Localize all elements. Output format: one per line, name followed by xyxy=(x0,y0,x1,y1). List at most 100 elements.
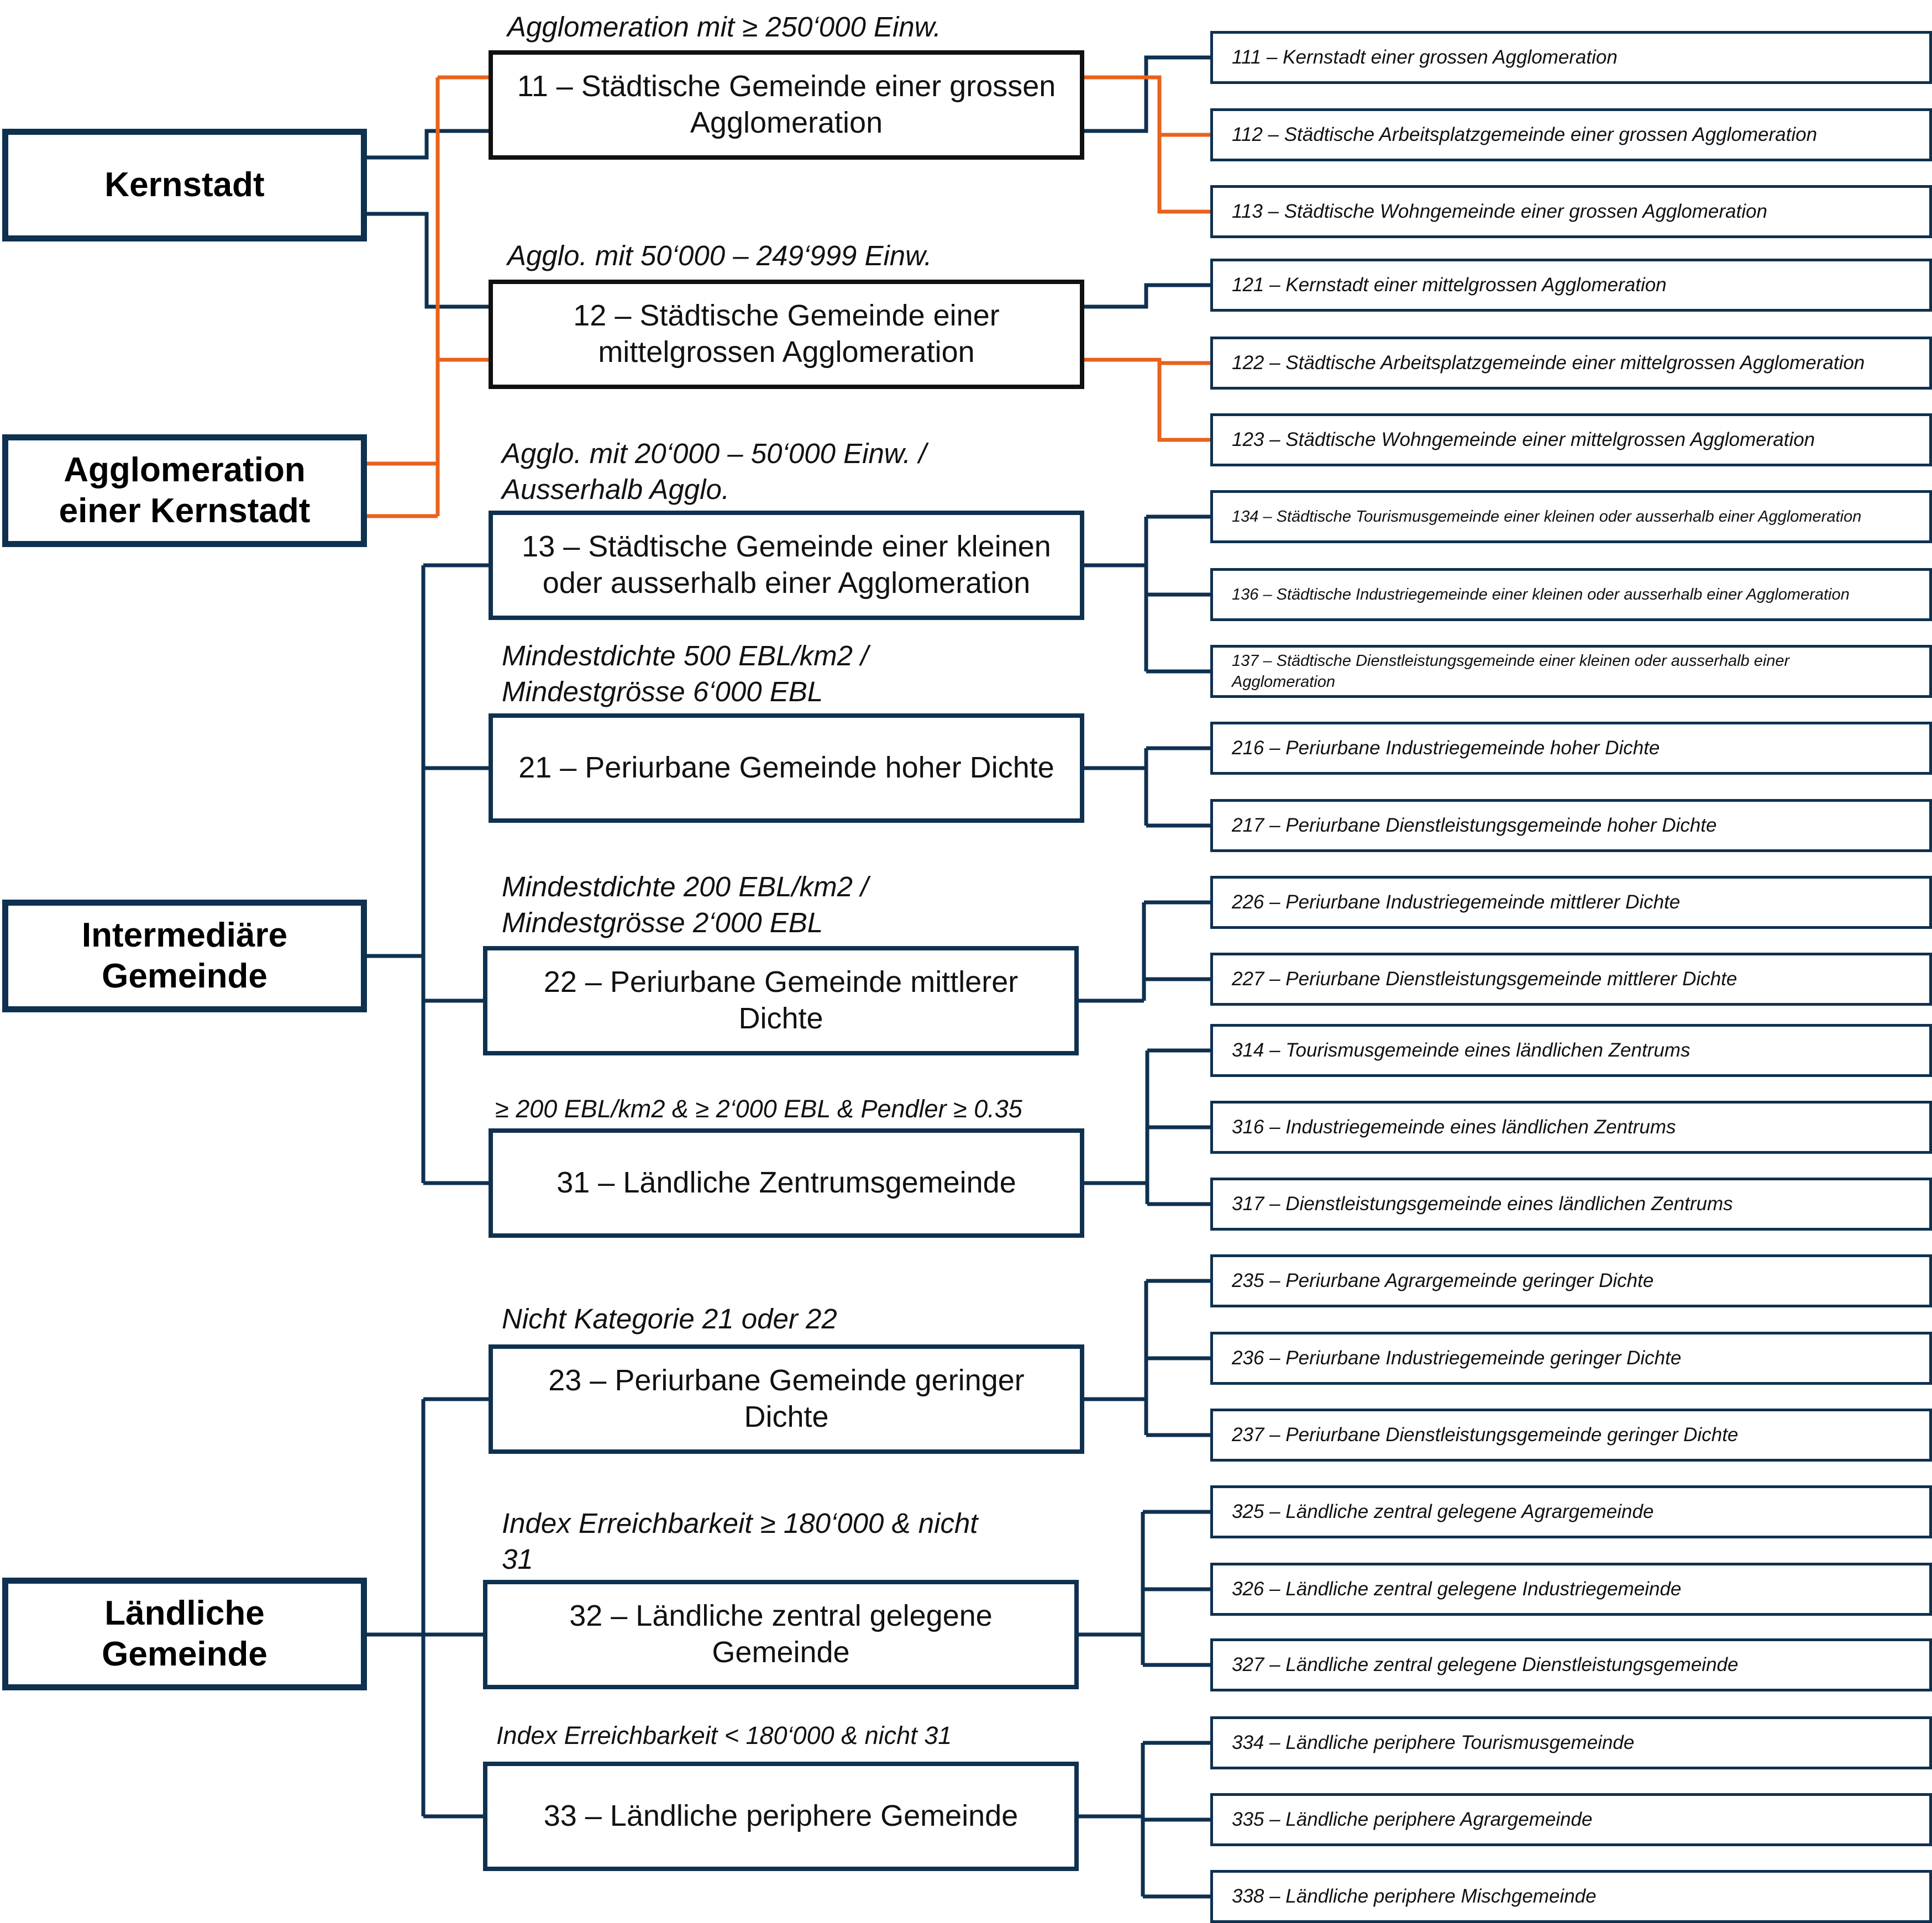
subcategory-327: 327 – Ländliche zentral gelegene Dienstl… xyxy=(1210,1638,1932,1691)
category-agglomeration-label: Agglomeration einer Kernstadt xyxy=(59,450,311,532)
subcategory-326: 326 – Ländliche zentral gelegene Industr… xyxy=(1210,1563,1932,1616)
category-23-label: 23 – Periurbane Gemeinde geringer Dichte xyxy=(548,1364,1025,1433)
subcategory-122: 122 – Städtische Arbeitsplatzgemeinde ei… xyxy=(1210,337,1932,390)
subcategory-label: 136 – Städtische Industriegemeinde einer… xyxy=(1232,585,1850,603)
subcategory-label: 335 – Ländliche periphere Agrargemeinde xyxy=(1232,1809,1593,1830)
criterion-31: ≥ 200 EBL/km2 & ≥ 2‘000 EBL & Pendler ≥ … xyxy=(495,1095,1022,1123)
category-intermediaer: Intermediäre Gemeinde xyxy=(2,900,367,1012)
subcategory-227: 227 – Periurbane Dienstleistungsgemeinde… xyxy=(1210,953,1932,1006)
category-31: 31 – Ländliche Zentrumsgemeinde xyxy=(489,1128,1084,1238)
category-33: 33 – Ländliche periphere Gemeinde xyxy=(483,1762,1079,1871)
category-intermediaer-line2: Gemeinde xyxy=(102,957,267,995)
orange-connectors xyxy=(367,75,1210,518)
category-33-label: 33 – Ländliche periphere Gemeinde xyxy=(543,1799,1019,1833)
subcategory-236: 236 – Periurbane Industriegemeinde gerin… xyxy=(1210,1332,1932,1385)
subcategory-334: 334 – Ländliche periphere Tourismusgemei… xyxy=(1210,1716,1932,1769)
category-22-label: 22 – Periurbane Gemeinde mittlerer Dicht… xyxy=(543,965,1019,1035)
category-laendlich-line1: Ländliche xyxy=(104,1594,265,1632)
category-laendlich-label: Ländliche Gemeinde xyxy=(102,1593,267,1675)
subcategory-label: 327 – Ländliche zentral gelegene Dienstl… xyxy=(1232,1654,1739,1675)
criterion-32-line2: 31 xyxy=(502,1543,533,1575)
criterion-13-line2: Ausserhalb Agglo. xyxy=(502,474,730,505)
criterion-22-line2: Mindestgrösse 2‘000 EBL xyxy=(502,907,823,938)
criterion-33: Index Erreichbarkeit < 180‘000 & nicht 3… xyxy=(496,1721,952,1749)
category-11: 11 – Städtische Gemeinde einer grossen A… xyxy=(489,50,1084,160)
subcategory-335: 335 – Ländliche periphere Agrargemeinde xyxy=(1210,1793,1932,1846)
category-13-label: 13 – Städtische Gemeinde einer kleinen o… xyxy=(522,530,1051,600)
criterion-11: Agglomeration mit ≥ 250‘000 Einw. xyxy=(507,11,941,43)
subcategory-label: 111 – Kernstadt einer grossen Agglomerat… xyxy=(1232,46,1618,68)
subcategory-label: 217 – Periurbane Dienstleistungsgemeinde… xyxy=(1232,815,1717,836)
criterion-21-line2: Mindestgrösse 6‘000 EBL xyxy=(502,676,823,707)
category-kernstadt: Kernstadt xyxy=(2,129,367,241)
category-intermediaer-label: Intermediäre Gemeinde xyxy=(82,915,287,997)
subcategory-label: 122 – Städtische Arbeitsplatzgemeinde ei… xyxy=(1232,352,1865,374)
subcategory-label: 137 – Städtische Dienstleistungsgemeinde… xyxy=(1232,651,1790,691)
subcategory-237: 237 – Periurbane Dienstleistungsgemeinde… xyxy=(1210,1409,1932,1462)
subcategory-317: 317 – Dienstleistungsgemeinde eines länd… xyxy=(1210,1178,1932,1231)
category-32: 32 – Ländliche zentral gelegene Gemeinde xyxy=(483,1580,1079,1689)
criterion-21-line1: Mindestdichte 500 EBL/km2 / xyxy=(502,640,869,671)
category-21-label: 21 – Periurbane Gemeinde hoher Dichte xyxy=(518,751,1054,785)
category-agglomeration: Agglomeration einer Kernstadt xyxy=(2,434,367,547)
subcategory-235: 235 – Periurbane Agrargemeinde geringer … xyxy=(1210,1254,1932,1307)
subcategory-325: 325 – Ländliche zentral gelegene Agrarge… xyxy=(1210,1485,1932,1538)
subcategory-label: 134 – Städtische Tourismusgemeinde einer… xyxy=(1232,507,1862,526)
subcategory-label: 226 – Periurbane Industriegemeinde mittl… xyxy=(1232,891,1681,913)
subcategory-121: 121 – Kernstadt einer mittelgrossen Aggl… xyxy=(1210,259,1932,312)
subcategory-label: 316 – Industriegemeinde eines ländlichen… xyxy=(1232,1116,1676,1138)
subcategory-137: 137 – Städtische Dienstleistungsgemeinde… xyxy=(1210,645,1932,698)
subcategory-label: 112 – Städtische Arbeitsplatzgemeinde ei… xyxy=(1232,124,1818,145)
subcategory-label: 338 – Ländliche periphere Mischgemeinde xyxy=(1232,1885,1597,1907)
category-21: 21 – Periurbane Gemeinde hoher Dichte xyxy=(489,713,1084,823)
category-kernstadt-label: Kernstadt xyxy=(104,165,265,204)
subcategory-label: 227 – Periurbane Dienstleistungsgemeinde… xyxy=(1232,968,1737,990)
subcategory-label: 314 – Tourismusgemeinde eines ländlichen… xyxy=(1232,1039,1691,1061)
navy-connectors xyxy=(367,55,1210,1899)
subcategory-label: 235 – Periurbane Agrargemeinde geringer … xyxy=(1232,1270,1654,1291)
subcategory-136: 136 – Städtische Industriegemeinde einer… xyxy=(1210,568,1932,621)
subcategory-111: 111 – Kernstadt einer grossen Agglomerat… xyxy=(1210,31,1932,84)
subcategory-label: 334 – Ländliche periphere Tourismusgemei… xyxy=(1232,1732,1635,1753)
subcategory-label: 237 – Periurbane Dienstleistungsgemeinde… xyxy=(1232,1424,1739,1446)
criterion-21: Mindestdichte 500 EBL/km2 / Mindestgröss… xyxy=(502,638,868,710)
category-22: 22 – Periurbane Gemeinde mittlerer Dicht… xyxy=(483,946,1079,1055)
category-13: 13 – Städtische Gemeinde einer kleinen o… xyxy=(489,511,1084,620)
subcategory-316: 316 – Industriegemeinde eines ländlichen… xyxy=(1210,1101,1932,1154)
category-23: 23 – Periurbane Gemeinde geringer Dichte xyxy=(489,1344,1084,1454)
subcategory-label: 121 – Kernstadt einer mittelgrossen Aggl… xyxy=(1232,274,1667,296)
subcategory-216: 216 – Periurbane Industriegemeinde hoher… xyxy=(1210,722,1932,775)
subcategory-label: 236 – Periurbane Industriegemeinde gerin… xyxy=(1232,1347,1682,1369)
category-12-label: 12 – Städtische Gemeinde einer mittelgro… xyxy=(573,299,1000,369)
subcategory-314: 314 – Tourismusgemeinde eines ländlichen… xyxy=(1210,1024,1932,1077)
subcategory-113: 113 – Städtische Wohngemeinde einer gros… xyxy=(1210,185,1932,238)
category-32-label: 32 – Ländliche zentral gelegene Gemeinde xyxy=(569,1599,993,1669)
category-intermediaer-line1: Intermediäre xyxy=(81,916,288,954)
criterion-32-line1: Index Erreichbarkeit ≥ 180‘000 & nicht xyxy=(502,1507,978,1539)
subcategory-label: 123 – Städtische Wohngemeinde einer mitt… xyxy=(1232,429,1815,450)
criterion-12: Agglo. mit 50‘000 – 249‘999 Einw. xyxy=(507,240,932,271)
criterion-22: Mindestdichte 200 EBL/km2 / Mindestgröss… xyxy=(502,869,868,941)
subcategory-label: 326 – Ländliche zentral gelegene Industr… xyxy=(1232,1578,1682,1600)
subcategory-338: 338 – Ländliche periphere Mischgemeinde xyxy=(1210,1870,1932,1923)
subcategory-label: 317 – Dienstleistungsgemeinde eines länd… xyxy=(1232,1193,1733,1215)
category-12: 12 – Städtische Gemeinde einer mittelgro… xyxy=(489,280,1084,389)
subcategory-112: 112 – Städtische Arbeitsplatzgemeinde ei… xyxy=(1210,108,1932,161)
subcategory-label: 325 – Ländliche zentral gelegene Agrarge… xyxy=(1232,1501,1654,1522)
category-laendlich: Ländliche Gemeinde xyxy=(2,1578,367,1690)
category-agglomeration-line2: einer Kernstadt xyxy=(59,492,311,530)
criterion-13-line1: Agglo. mit 20‘000 – 50‘000 Einw. / xyxy=(502,438,927,469)
criterion-22-line1: Mindestdichte 200 EBL/km2 / xyxy=(502,871,869,902)
subcategory-134: 134 – Städtische Tourismusgemeinde einer… xyxy=(1210,490,1932,543)
subcategory-226: 226 – Periurbane Industriegemeinde mittl… xyxy=(1210,876,1932,929)
subcategory-label: 113 – Städtische Wohngemeinde einer gros… xyxy=(1232,201,1767,222)
criterion-32: Index Erreichbarkeit ≥ 180‘000 & nicht 3… xyxy=(502,1505,978,1577)
criterion-13: Agglo. mit 20‘000 – 50‘000 Einw. / Ausse… xyxy=(502,435,926,507)
category-31-label: 31 – Ländliche Zentrumsgemeinde xyxy=(556,1166,1016,1200)
category-agglomeration-line1: Agglomeration xyxy=(64,450,306,489)
subcategory-217: 217 – Periurbane Dienstleistungsgemeinde… xyxy=(1210,799,1932,852)
criterion-23: Nicht Kategorie 21 oder 22 xyxy=(502,1303,837,1334)
category-laendlich-line2: Gemeinde xyxy=(102,1635,267,1673)
category-11-label: 11 – Städtische Gemeinde einer grossen A… xyxy=(517,70,1056,139)
